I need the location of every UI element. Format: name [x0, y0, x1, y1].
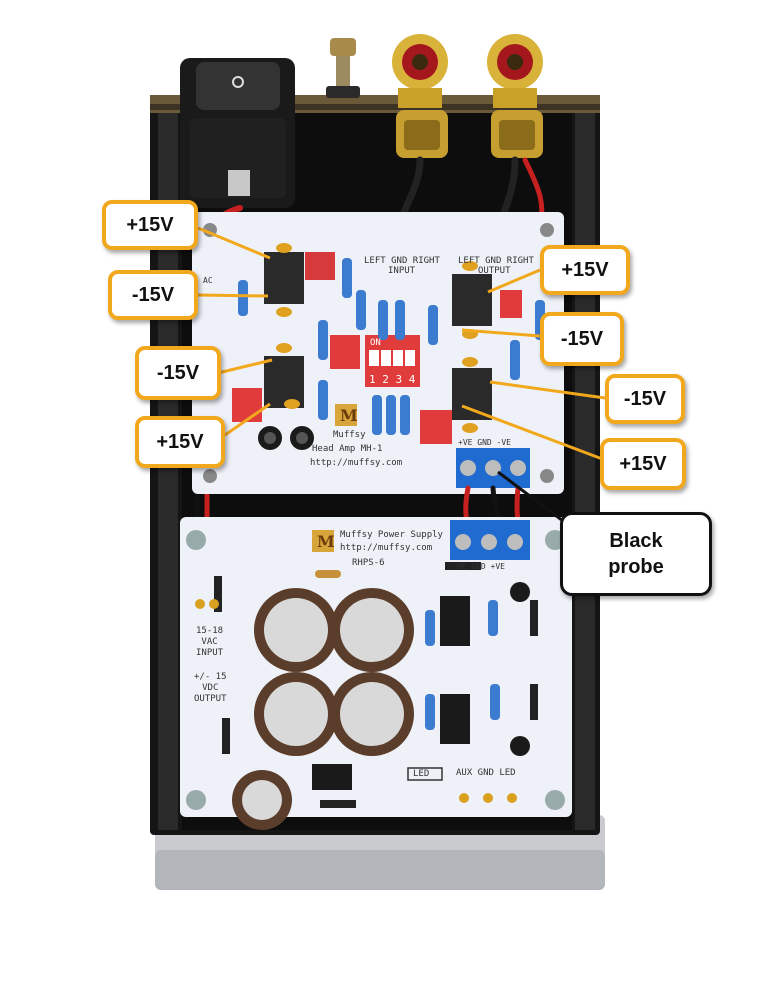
probe-line-2: probe: [608, 556, 664, 578]
pcb-ac: AC: [203, 276, 213, 285]
pcb-output-right: RIGHT: [506, 256, 534, 266]
callout-voltage-5: +15V: [540, 245, 630, 295]
pcb-brand: Muffsy: [333, 430, 366, 440]
power-switch: [180, 58, 295, 208]
black-probe-label: Black probe: [560, 512, 712, 596]
power-supply-pcb: M: [180, 517, 572, 830]
ps-name: Muffsy Power Supply: [340, 530, 443, 540]
callout-voltage-3: -15V: [135, 346, 221, 400]
ps-ve-labels: -VE GND +VE: [452, 562, 505, 571]
rca-left: [392, 34, 448, 158]
ground-post: [326, 38, 360, 98]
svg-text:M: M: [340, 406, 358, 425]
pcb-input-right: RIGHT: [412, 256, 440, 266]
ps-url: http://muffsy.com: [340, 543, 433, 553]
callout-voltage-4: +15V: [135, 416, 225, 468]
pcb-dip-on: ON: [370, 338, 381, 348]
callout-voltage-1: +15V: [102, 200, 198, 250]
pcb-output-left: LEFT: [458, 256, 480, 266]
ps-vac-input: 15-18 VAC INPUT: [196, 626, 224, 658]
pcb-output-labels: LEFT GND RIGHT: [458, 256, 534, 266]
pcb-ve-labels: +VE GND -VE: [458, 438, 511, 447]
callout-voltage-6: -15V: [540, 312, 624, 366]
pcb-output-gnd: GND: [485, 256, 502, 266]
pcb-dip-numbers: 1 2 3 4: [369, 373, 416, 386]
pcb-output-title: OUTPUT: [478, 266, 511, 276]
pcb-input-gnd: GND: [391, 256, 408, 266]
pcb-input-left: LEFT: [364, 256, 386, 266]
ps-vdc-output: +/- 15 VDC OUTPUT: [194, 672, 227, 704]
ps-led-label: LED: [413, 769, 430, 779]
rca-right: [487, 34, 543, 158]
pcb-url: http://muffsy.com: [310, 458, 403, 468]
ps-aux-labels: AUX GND LED: [456, 768, 516, 778]
svg-text:M: M: [317, 532, 335, 551]
ps-model: RHPS-6: [352, 558, 385, 568]
pcb-input-title: INPUT: [388, 266, 416, 276]
callout-voltage-8: +15V: [600, 438, 686, 490]
pcb-input-labels: LEFT GND RIGHT: [364, 256, 440, 266]
probe-line-1: Black: [609, 530, 663, 552]
callout-voltage-2: -15V: [108, 270, 198, 320]
callout-leader-lines: [197, 226, 606, 462]
head-amp-pcb: M: [192, 212, 564, 494]
callout-voltage-7: -15V: [605, 374, 685, 424]
pcb-model: Head Amp MH-1: [312, 444, 383, 454]
